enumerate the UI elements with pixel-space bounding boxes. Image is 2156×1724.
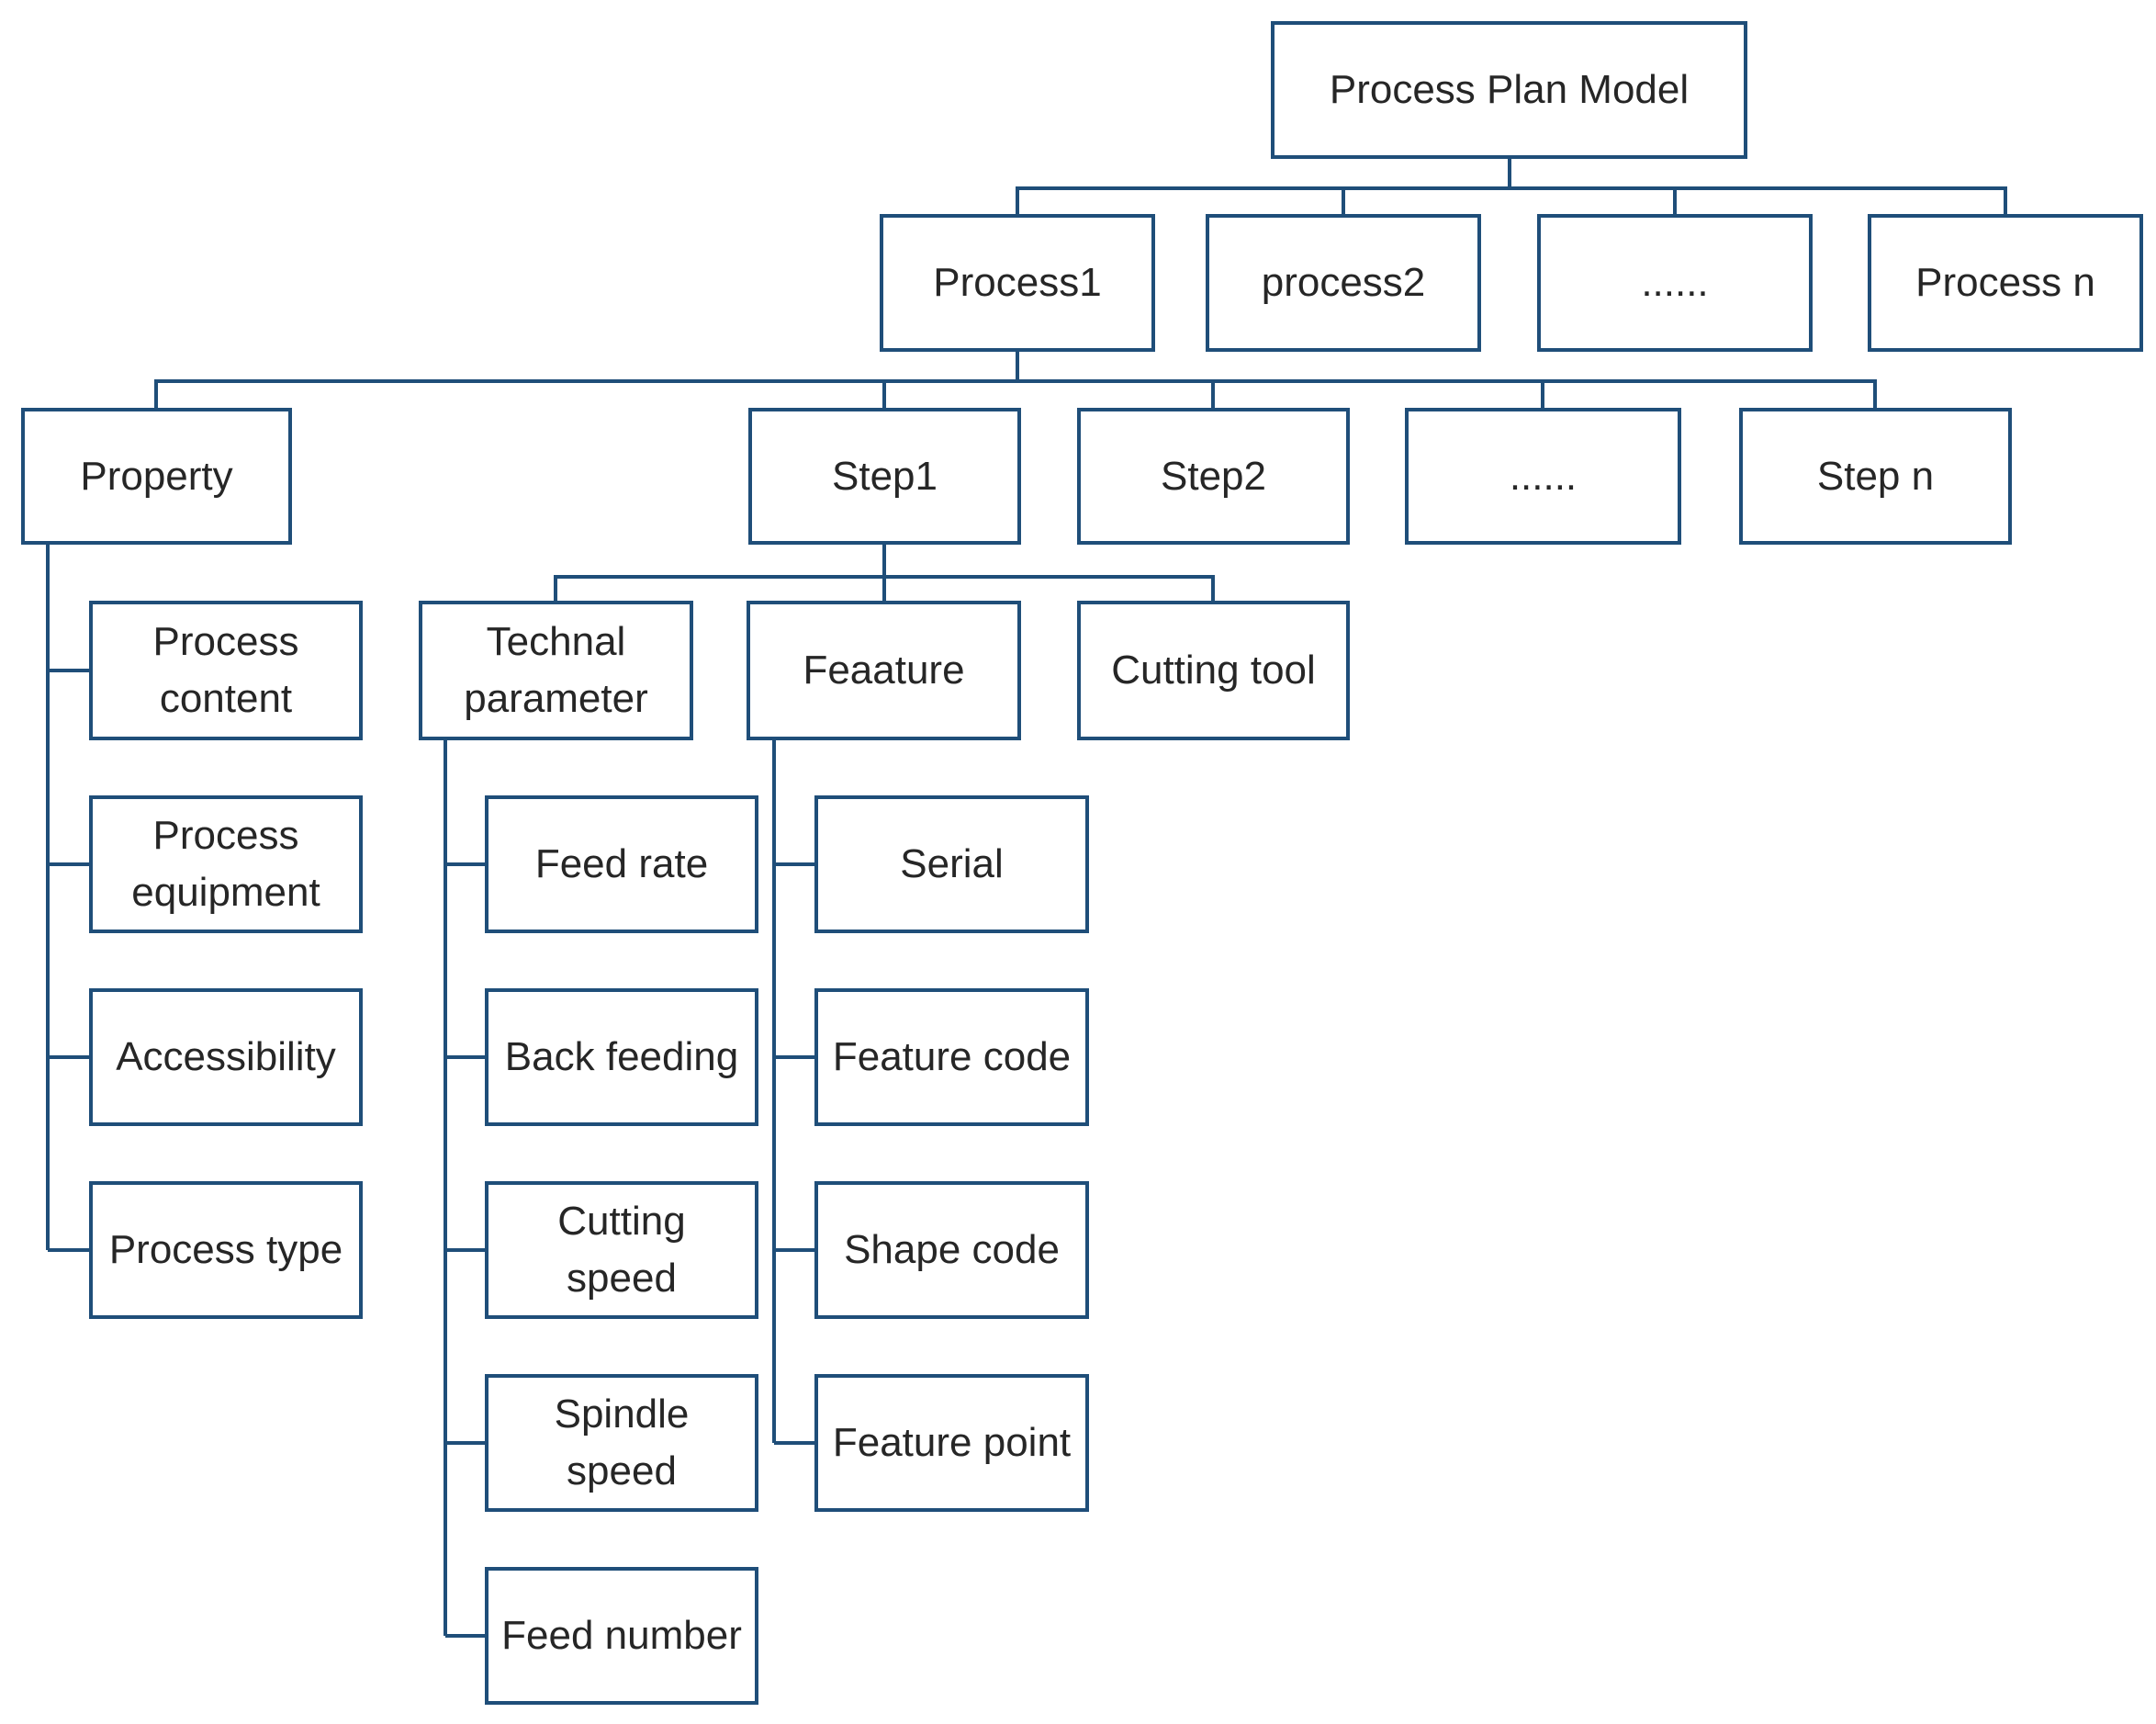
node-technal-parameter: Technal parameter xyxy=(419,601,693,740)
connector-process1-to-children xyxy=(154,352,1877,408)
node-process-n: Process n xyxy=(1868,214,2143,352)
node-process-equipment: Process equipment xyxy=(89,795,363,933)
connector-technal-parameter-to-children xyxy=(444,740,485,1638)
node-process-plan-model: Process Plan Model xyxy=(1271,21,1747,159)
node-accessibility: Accessibility xyxy=(89,988,363,1126)
node-back-feeding: Back feeding xyxy=(485,988,758,1126)
node-spindle-speed: Spindle speed xyxy=(485,1374,758,1512)
node-step2: Step2 xyxy=(1077,408,1350,545)
node-cutting-tool: Cutting tool xyxy=(1077,601,1350,740)
node-cutting-speed: Cutting speed xyxy=(485,1181,758,1319)
node-process1: Process1 xyxy=(880,214,1155,352)
node-serial: Serial xyxy=(814,795,1089,933)
node-process2: process2 xyxy=(1206,214,1481,352)
node-feature-point: Feature point xyxy=(814,1374,1089,1512)
connector-root-to-processes xyxy=(1016,159,2007,214)
node-process-type: Process type xyxy=(89,1181,363,1319)
node-feature-code: Feature code xyxy=(814,988,1089,1126)
node-process-ellipsis: ...... xyxy=(1537,214,1813,352)
node-step1: Step1 xyxy=(748,408,1021,545)
node-process-content: Process content xyxy=(89,601,363,740)
node-property: Property xyxy=(21,408,292,545)
node-feed-number: Feed number xyxy=(485,1567,758,1705)
connector-property-to-children xyxy=(46,545,89,1252)
node-shape-code: Shape code xyxy=(814,1181,1089,1319)
connector-feaature-to-children xyxy=(772,740,814,1445)
node-feed-rate: Feed rate xyxy=(485,795,758,933)
node-step-ellipsis: ...... xyxy=(1405,408,1681,545)
node-feaature: Feaature xyxy=(747,601,1021,740)
connector-step1-to-children xyxy=(554,545,1215,601)
node-step-n: Step n xyxy=(1739,408,2012,545)
